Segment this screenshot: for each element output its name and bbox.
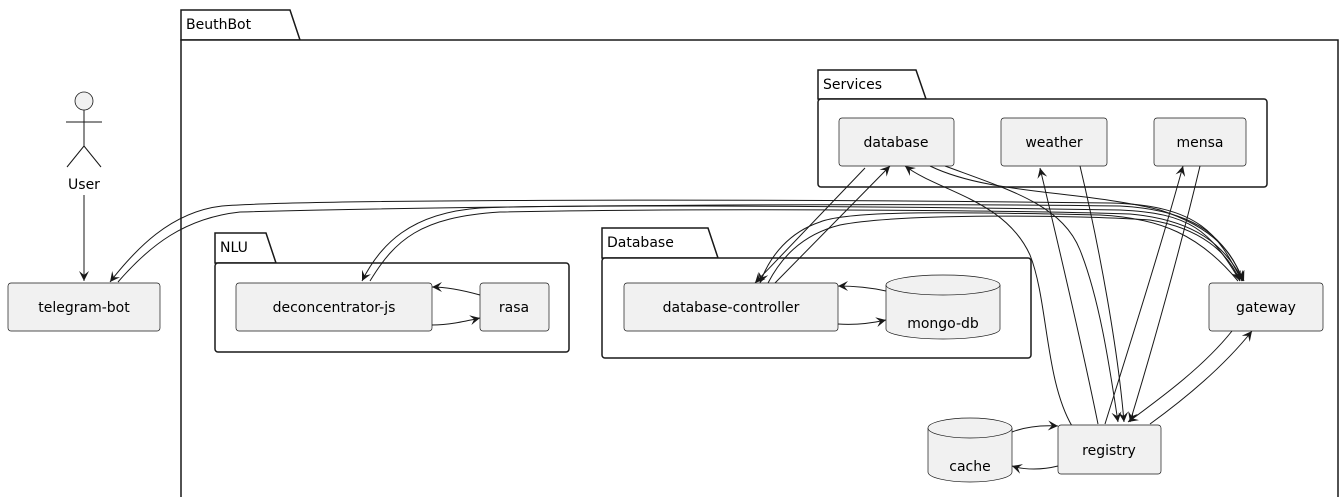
node-deconcentrator-js-label: deconcentrator-js: [273, 300, 396, 316]
edge-servicedb-registry: [944, 165, 1122, 423]
node-service-database[interactable]: database: [838, 117, 955, 167]
actor-body-icon: [66, 110, 102, 168]
node-registry-label: registry: [1082, 443, 1136, 459]
edge-servicedb-gateway: [929, 165, 1245, 282]
edge-deconcentrator-gateway: [369, 209, 1244, 282]
node-telegram-bot-label: telegram-bot: [38, 300, 130, 316]
node-rasa[interactable]: rasa: [479, 282, 550, 332]
node-cache[interactable]: cache: [927, 417, 1013, 483]
node-gateway[interactable]: gateway: [1208, 282, 1324, 332]
edge-registry-mensa: [1104, 165, 1186, 425]
edge-cache-registry: [1011, 420, 1059, 433]
edge-registry-servicedb: [904, 165, 1073, 427]
node-service-mensa-label: mensa: [1177, 135, 1224, 151]
node-registry[interactable]: registry: [1057, 424, 1162, 475]
node-service-mensa[interactable]: mensa: [1153, 117, 1247, 167]
package-nlu-label: NLU: [220, 240, 248, 256]
package-database-label: Database: [607, 235, 674, 251]
actor-user-label: User: [68, 177, 100, 193]
edge-controller-gateway: [767, 215, 1241, 284]
actor-head-icon: [74, 91, 94, 111]
edge-gateway-registry: [1127, 330, 1233, 423]
edge-registry-gateway: [1149, 330, 1253, 425]
package-beuthbot: BeuthBot: [180, 9, 1339, 497]
package-services-label: Services: [823, 77, 882, 93]
package-beuthbot-label: BeuthBot: [186, 17, 252, 33]
edge-gateway-controller: [758, 212, 1239, 284]
edge-mensa-registry: [1128, 165, 1201, 423]
node-service-weather[interactable]: weather: [1000, 117, 1108, 167]
node-deconcentrator-js[interactable]: deconcentrator-js: [235, 282, 433, 332]
node-cache-label: cache: [949, 459, 990, 475]
node-database-controller[interactable]: database-controller: [623, 282, 839, 332]
node-database-controller-label: database-controller: [663, 300, 800, 316]
edge-registry-weather: [1037, 167, 1099, 425]
edge-controller-mongo: [837, 317, 887, 328]
edge-deconcentrator-rasa: [431, 315, 481, 326]
edge-weather-registry: [1079, 165, 1129, 423]
node-mongo-db-label: mongo-db: [907, 316, 979, 332]
node-rasa-label: rasa: [499, 300, 529, 316]
edge-rasa-deconcentrator: [431, 282, 481, 296]
edge-registry-cache: [1011, 464, 1059, 474]
edge-gateway-deconcentrator: [361, 205, 1241, 282]
actor-user[interactable]: User: [66, 91, 102, 193]
node-service-database-label: database: [864, 135, 929, 151]
edges: [79, 165, 1253, 474]
edge-mongo-controller: [837, 281, 887, 292]
edge-controller-servicedb: [774, 165, 891, 284]
node-mongo-db[interactable]: mongo-db: [885, 274, 1001, 340]
node-gateway-label: gateway: [1236, 300, 1296, 316]
edge-gateway-telegram: [109, 199, 1243, 283]
node-service-weather-label: weather: [1025, 135, 1083, 151]
node-telegram-bot[interactable]: telegram-bot: [7, 282, 161, 332]
